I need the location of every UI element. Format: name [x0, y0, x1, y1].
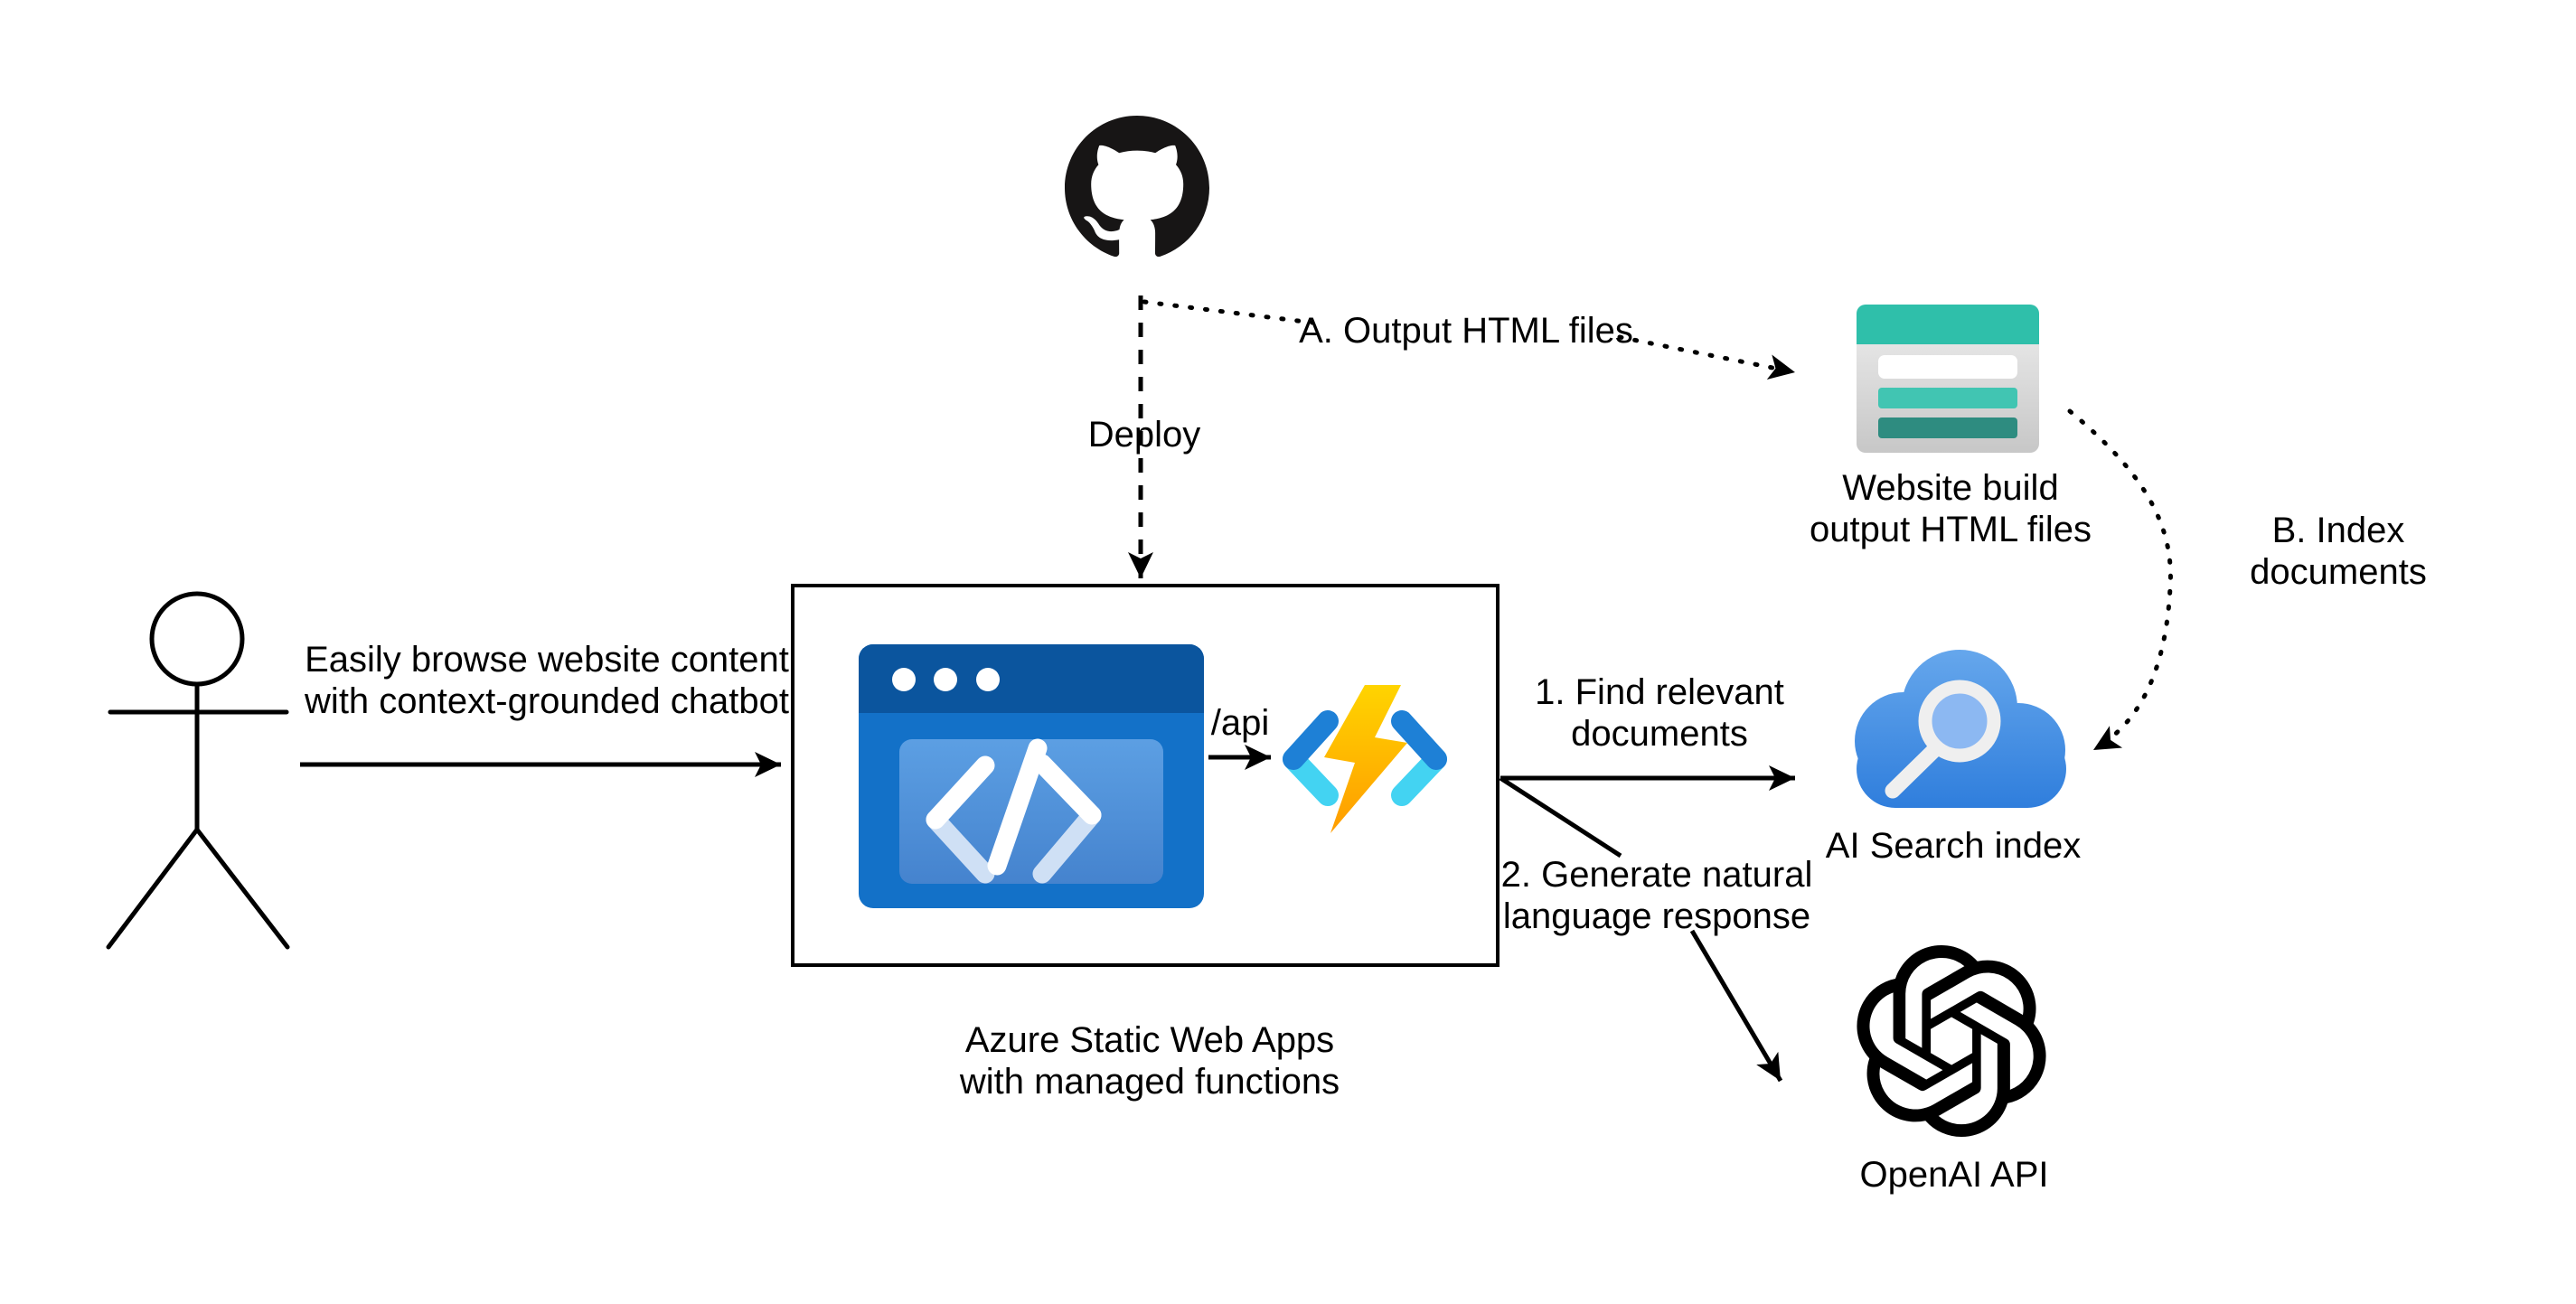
- find-documents-edge-label: 1. Find relevant documents: [1535, 672, 1784, 754]
- generate-response-edge-label: 2. Generate natural language response: [1500, 855, 1813, 936]
- magnifier-glyph: [1885, 680, 2001, 799]
- functions-brackets: [1283, 710, 1447, 806]
- azure-functions-icon: [1283, 685, 1447, 833]
- deploy-edge-label: Deploy: [1087, 415, 1201, 455]
- openai-icon: [1857, 945, 2046, 1138]
- site-header-bar: [1857, 305, 2039, 344]
- person-stick-figure-icon: [106, 591, 290, 950]
- index-documents-edge-label: B. Index documents: [2250, 511, 2427, 592]
- code-glyph: [926, 738, 1102, 884]
- browser-titlebar: [859, 644, 1204, 713]
- output-html-dotted-line-left: [1142, 299, 1315, 325]
- website-build-icon: [1857, 305, 2039, 453]
- lightning-bolt: [1324, 685, 1407, 833]
- static-web-apps-box: [791, 584, 1500, 967]
- ai-search-node-label: AI Search index: [1825, 826, 2082, 866]
- site-row-teal: [1878, 388, 2017, 408]
- output-html-edge-label: A. Output HTML files: [1299, 311, 1633, 351]
- site-row-white: [1878, 355, 2017, 379]
- static-web-apps-node-label: Azure Static Web Apps with managed funct…: [959, 1020, 1340, 1102]
- website-build-node-label: Website build output HTML files: [1810, 468, 2092, 549]
- ai-search-icon: [1855, 650, 2066, 808]
- generate-response-arrow: [1689, 929, 1783, 1083]
- github-icon: [1065, 116, 1209, 258]
- index-documents-dotted-arrow: [2067, 408, 2173, 753]
- browse-edge-label: Easily browse website content with conte…: [305, 640, 789, 721]
- output-html-dotted-arrow: [1617, 334, 1798, 380]
- api-route-label: /api: [1210, 703, 1270, 743]
- site-row-dark-teal: [1878, 417, 2017, 438]
- browser-titlebar-dots: [892, 668, 1000, 691]
- generate-response-line-upper: [1499, 775, 1622, 858]
- browser-code-icon: [859, 644, 1204, 908]
- openai-node-label: OpenAI API: [1859, 1155, 2049, 1195]
